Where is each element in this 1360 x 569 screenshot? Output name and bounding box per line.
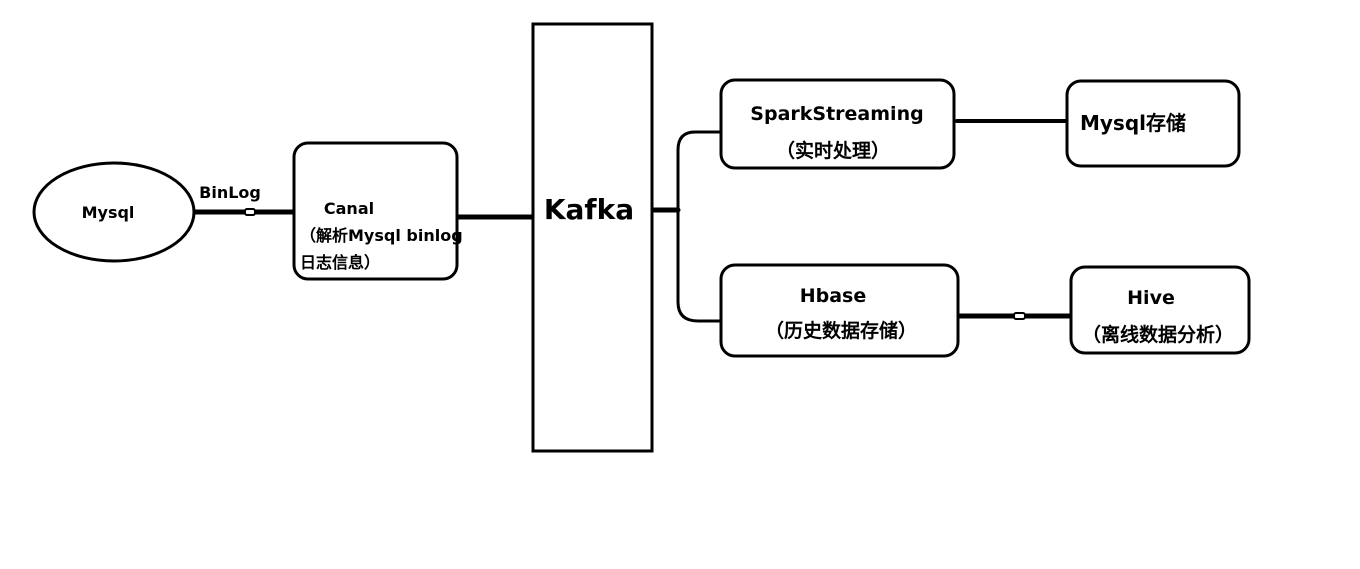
- edge-mysql-to-canal-joint: [244, 208, 256, 216]
- node-spark-streaming-title: SparkStreaming: [750, 103, 923, 125]
- node-kafka: [531, 22, 654, 453]
- node-kafka-label: Kafka: [544, 193, 634, 226]
- node-mysql-source: [32, 161, 196, 263]
- node-canal-desc-line1: （解析Mysql binlog: [300, 226, 463, 245]
- node-hive-desc: （离线数据分析）: [1082, 323, 1234, 346]
- node-canal-desc-line2: 日志信息）: [300, 253, 380, 272]
- node-spark-streaming-desc: （实时处理）: [776, 139, 890, 162]
- node-mysql-storage: [1065, 79, 1241, 168]
- edge-hbase-to-hive-joint: [1013, 312, 1026, 320]
- node-hbase: [719, 263, 960, 358]
- edge-kafka-branch: [676, 130, 724, 323]
- connectors: [191, 119, 1074, 323]
- node-hive-title: Hive: [1127, 287, 1175, 309]
- node-spark-streaming: [719, 78, 956, 170]
- node-hbase-desc: （历史数据存储）: [765, 319, 917, 342]
- node-mysql-storage-label: Mysql存储: [1080, 111, 1186, 135]
- node-mysql-source-label: Mysql: [82, 203, 135, 222]
- node-canal: [292, 141, 459, 281]
- node-hbase-title: Hbase: [800, 285, 867, 307]
- node-canal-title: Canal: [324, 199, 374, 218]
- node-hive: [1069, 265, 1251, 355]
- edge-mysql-to-canal-label: BinLog: [199, 183, 261, 202]
